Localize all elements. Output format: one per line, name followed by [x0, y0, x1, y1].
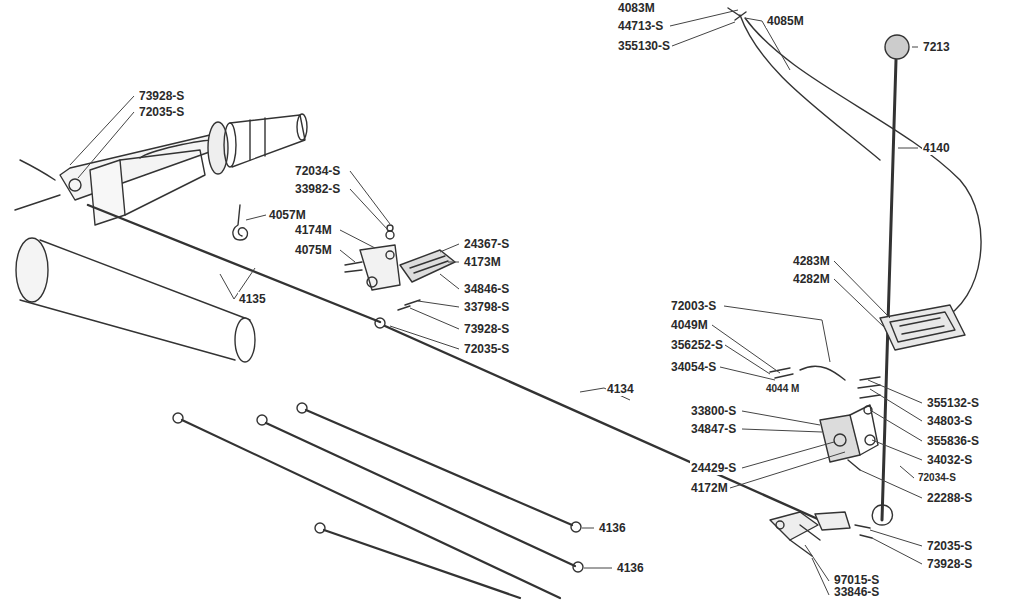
part-number: 33800-S [690, 404, 737, 418]
part-number: 355132-S [926, 396, 980, 410]
part-number: 44713-S [617, 19, 664, 33]
part-number: 33982-S [294, 182, 341, 196]
part-number: 356252-S [670, 338, 724, 352]
part-number: 4283M [792, 254, 831, 268]
part-number: 4044 M [765, 383, 800, 395]
part-number: 72034-S [294, 164, 341, 178]
part-number: 72034-S [917, 472, 957, 484]
part-number: 22288-S [926, 491, 973, 505]
part-number: 72035-S [138, 105, 185, 119]
part-number: 4135 [238, 292, 267, 306]
part-number: 4083M [617, 1, 656, 15]
part-number: 73928-S [463, 322, 510, 336]
part-number: 4140 [922, 141, 951, 155]
part-number: 4174M [294, 223, 333, 237]
part-number: 24367-S [463, 237, 510, 251]
part-number: 4136 [598, 521, 627, 535]
part-number: 72035-S [926, 539, 973, 553]
part-number: 34847-S [690, 422, 737, 436]
part-number: 4282M [792, 272, 831, 286]
part-number: 33846-S [833, 585, 880, 599]
part-number: 34054-S [670, 360, 717, 374]
part-number: 7213 [922, 40, 951, 54]
part-number: 4075M [294, 243, 333, 257]
part-number: 4173M [463, 255, 502, 269]
part-number: 73928-S [926, 557, 973, 571]
part-number: 355130-S [617, 39, 671, 53]
part-number: 24429-S [690, 461, 737, 475]
part-number: 355836-S [926, 434, 980, 448]
part-number: 4136 [616, 561, 645, 575]
part-number: 72035-S [463, 342, 510, 356]
part-number: 4134 [606, 382, 635, 396]
part-number: 4049M [670, 318, 709, 332]
part-number: 33798-S [463, 300, 510, 314]
part-number: 34032-S [926, 453, 973, 467]
part-number: 4057M [268, 208, 307, 222]
part-number: 72003-S [670, 299, 717, 313]
part-number: 34803-S [926, 414, 973, 428]
part-number: 4172M [690, 481, 729, 495]
part-number: 34846-S [463, 282, 510, 296]
part-number: 73928-S [138, 89, 185, 103]
part-number: 4085M [766, 14, 805, 28]
